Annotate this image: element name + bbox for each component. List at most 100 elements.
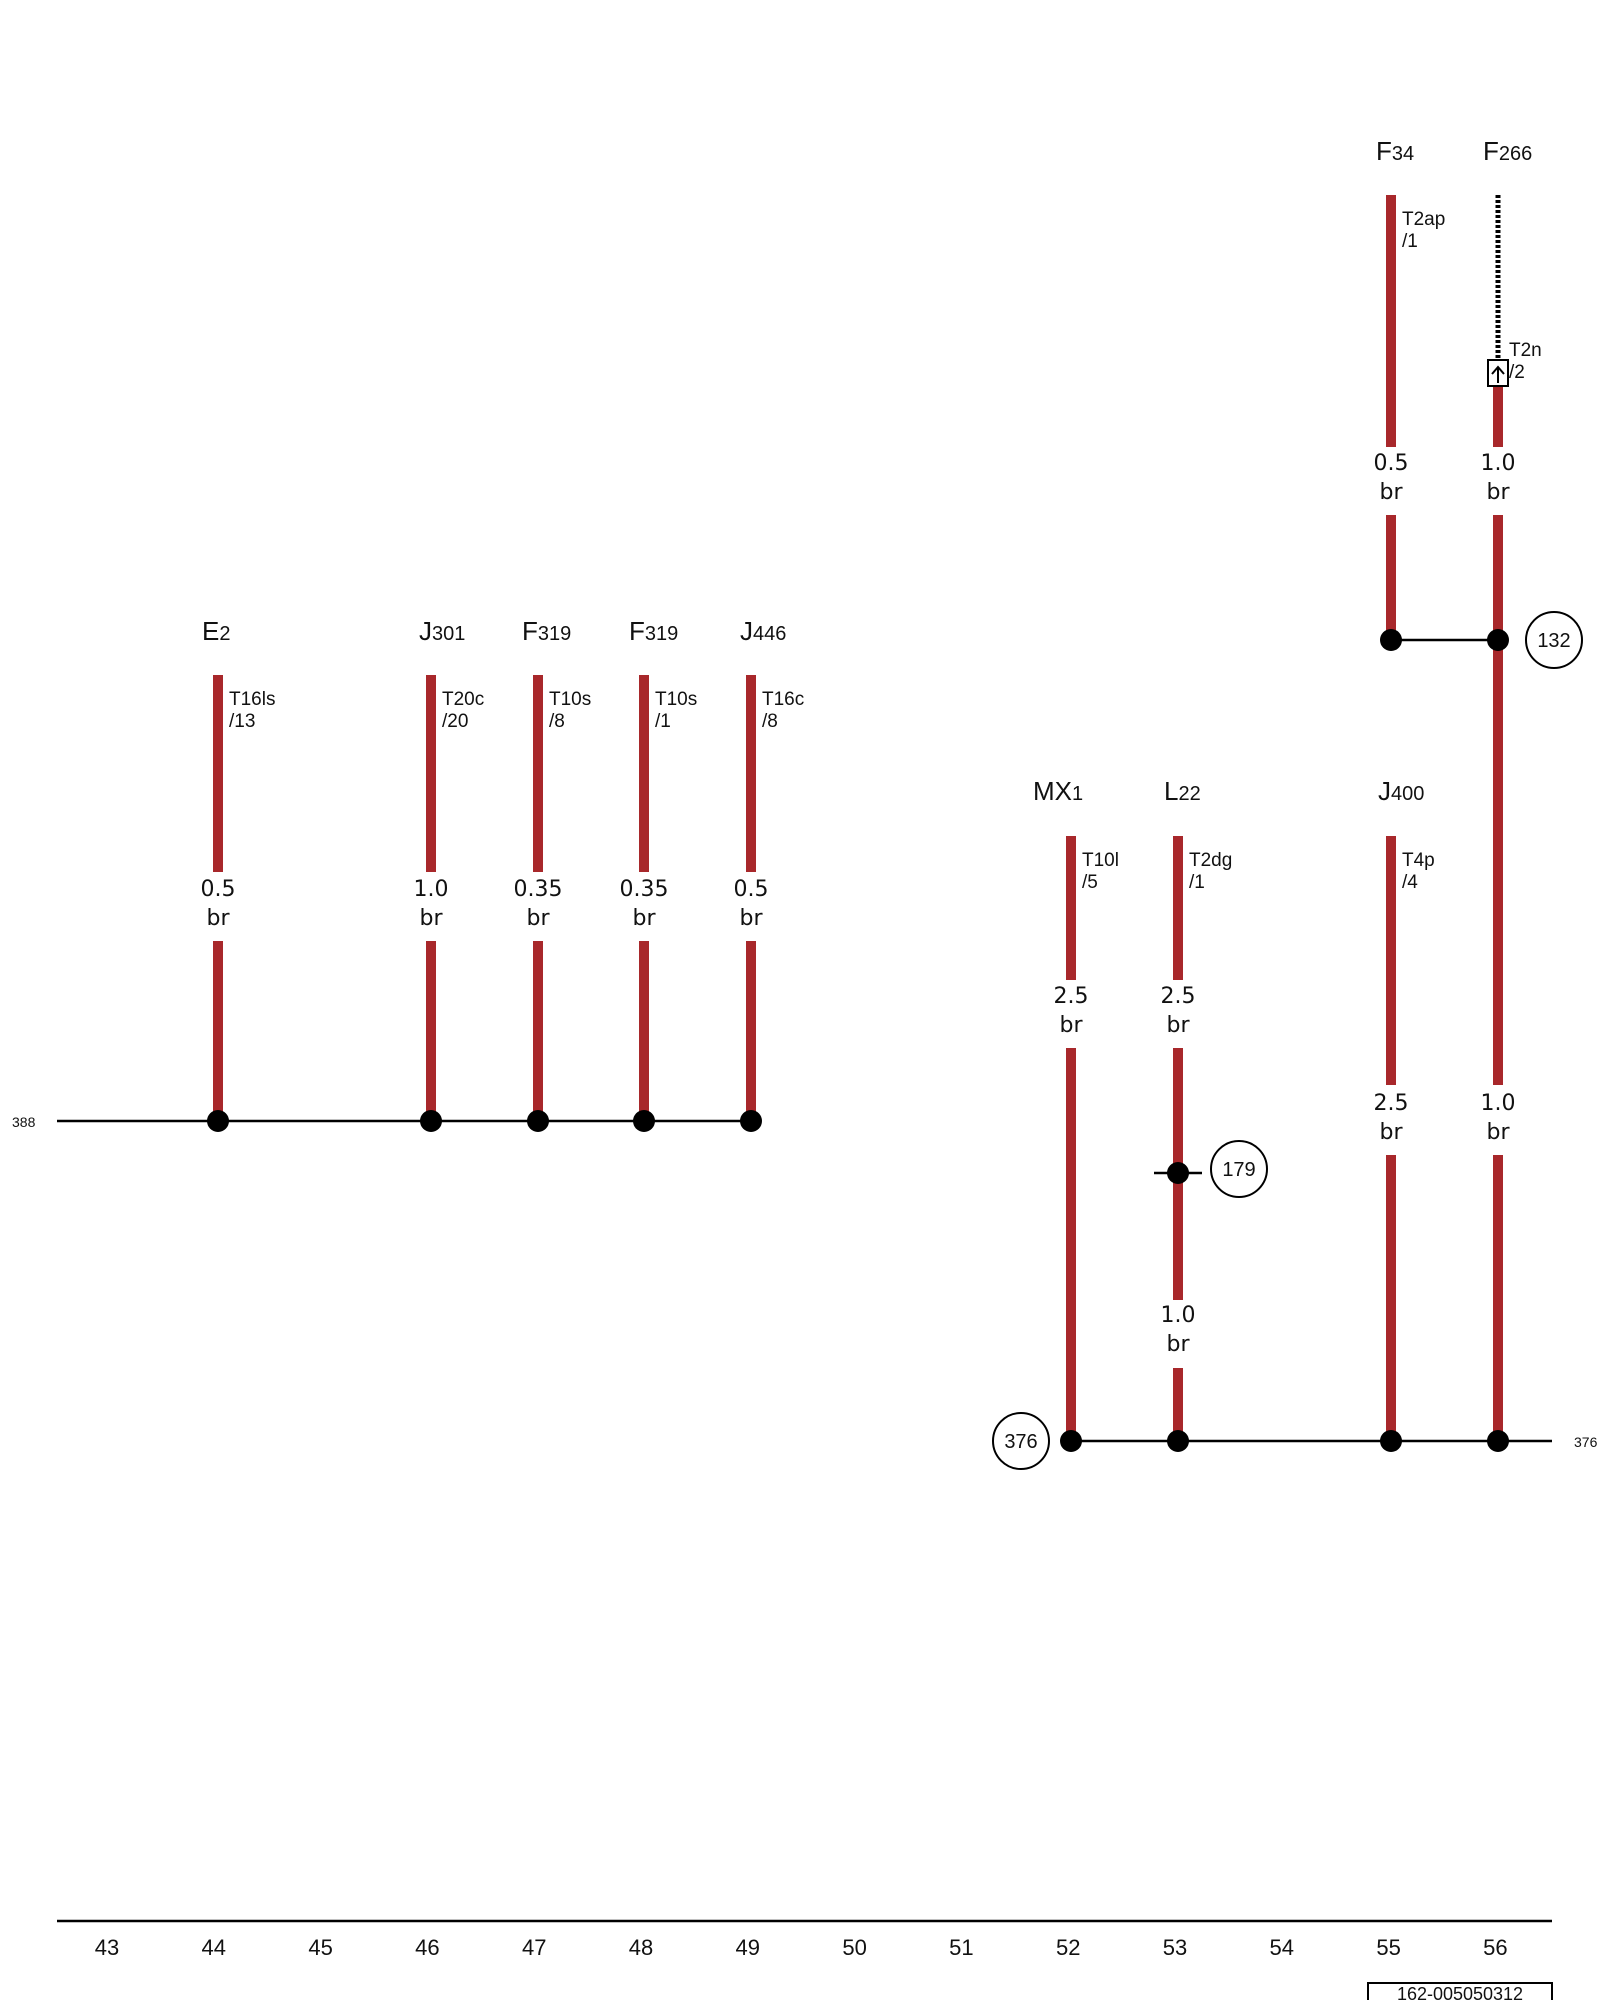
- connector-j400: T4p: [1402, 850, 1435, 871]
- component-j400-label: J400: [1378, 776, 1424, 806]
- component-l22-label: L22: [1164, 776, 1201, 806]
- wire-color-e2: br: [206, 906, 230, 931]
- component-e2-label: E2: [202, 616, 230, 646]
- connector-j446: T16c: [762, 689, 804, 710]
- connector-f34: T2ap: [1402, 209, 1445, 230]
- wire-color-l22-lower: br: [1166, 1332, 1190, 1357]
- junction-dot-f266-bottom: [1487, 1430, 1509, 1452]
- wire-color-f319-a: br: [526, 906, 550, 931]
- bus-label-376: 376: [1574, 1434, 1598, 1450]
- ref-circle-376[interactable]: [992, 1412, 1050, 1470]
- junction-dot-f266-top: [1487, 629, 1509, 651]
- column-number-46: 46: [415, 1935, 439, 1960]
- wire-size-mx1: 2.5: [1054, 984, 1089, 1009]
- connector-mx1: T10l: [1082, 850, 1119, 871]
- connector-f319-a: T10s: [549, 689, 591, 710]
- connector-e2: T16ls: [229, 689, 275, 710]
- wire-size-f266-lower: 1.0: [1481, 1091, 1516, 1116]
- wire-mx1: MX1 T10l /5 2.5 br: [1033, 776, 1119, 1452]
- component-f319-a-label: F319: [522, 616, 571, 646]
- junction-dot-e2: [207, 1110, 229, 1132]
- wire-color-l22: br: [1166, 1013, 1190, 1038]
- column-number-47: 47: [522, 1935, 546, 1960]
- wire-j301: J301 T20c /20 1.0 br: [414, 616, 484, 1132]
- component-j446-label: J446: [740, 616, 786, 646]
- column-number-55: 55: [1376, 1935, 1400, 1960]
- wire-color-mx1: br: [1059, 1013, 1083, 1038]
- junction-dot-l22: [1167, 1430, 1189, 1452]
- wire-color-j446: br: [739, 906, 763, 931]
- wire-j400: J400 T4p /4 2.5 br: [1374, 776, 1435, 1452]
- ref-circle-132[interactable]: [1525, 611, 1583, 669]
- wire-f319-a: F319 T10s /8 0.35 br: [514, 616, 591, 1132]
- wire-size-j301: 1.0: [414, 877, 449, 902]
- wire-color-j301: br: [419, 906, 443, 931]
- wire-size-e2: 0.5: [201, 877, 236, 902]
- column-number-48: 48: [629, 1935, 653, 1960]
- wire-l22: L22 T2dg /1 2.5 br 179 1.0 br: [1154, 776, 1268, 1452]
- wire-f34: F34 T2ap /1 0.5 br: [1374, 136, 1498, 651]
- wire-color-f319-b: br: [632, 906, 656, 931]
- column-number-56: 56: [1483, 1935, 1507, 1960]
- junction-dot-j446: [740, 1110, 762, 1132]
- wire-size-f319-b: 0.35: [620, 877, 669, 902]
- connector-pin-e2: /13: [229, 711, 255, 732]
- column-number-51: 51: [949, 1935, 973, 1960]
- column-numbers: 43 44 45 46 47 48 49 50 51 52 53 54 55 56: [95, 1935, 1508, 1960]
- ref-circle-179[interactable]: [1210, 1140, 1268, 1198]
- column-number-49: 49: [736, 1935, 760, 1960]
- wire-size-f34: 0.5: [1374, 451, 1409, 476]
- junction-dot-j301: [420, 1110, 442, 1132]
- bus-label-388: 388: [12, 1114, 36, 1130]
- column-number-52: 52: [1056, 1935, 1080, 1960]
- ref-label-132: 132: [1537, 630, 1570, 652]
- component-j301-label: J301: [419, 616, 465, 646]
- column-number-53: 53: [1163, 1935, 1187, 1960]
- junction-dot-j400: [1380, 1430, 1402, 1452]
- connector-j301: T20c: [442, 689, 484, 710]
- connector-pin-f319-b: /1: [655, 711, 671, 732]
- column-number-45: 45: [308, 1935, 332, 1960]
- wire-f319-b: F319 T10s /1 0.35 br: [620, 616, 697, 1132]
- component-f34-label: F34: [1376, 136, 1414, 166]
- wire-f266: F266 T2n /2 1.0 br 132 1.0 br: [1481, 136, 1583, 1452]
- connector-f319-b: T10s: [655, 689, 697, 710]
- wire-color-f266: br: [1486, 480, 1510, 505]
- connector-pin-f266: /2: [1509, 362, 1525, 383]
- junction-dot-f319-a: [527, 1110, 549, 1132]
- ref-label-376: 376: [1004, 1431, 1037, 1453]
- connector-pin-j400: /4: [1402, 872, 1418, 893]
- connector-pin-f34: /1: [1402, 231, 1418, 252]
- wire-color-f266-lower: br: [1486, 1120, 1510, 1145]
- wire-size-j446: 0.5: [734, 877, 769, 902]
- junction-dot-f319-b: [633, 1110, 655, 1132]
- wire-size-j400: 2.5: [1374, 1091, 1409, 1116]
- wire-size-l22: 2.5: [1161, 984, 1196, 1009]
- column-number-43: 43: [95, 1935, 119, 1960]
- arrow-up-icon: [1491, 365, 1505, 383]
- wire-size-f266: 1.0: [1481, 451, 1516, 476]
- connector-pin-j446: /8: [762, 711, 778, 732]
- doc-number-box: [1367, 1982, 1553, 2000]
- wire-size-f319-a: 0.35: [514, 877, 563, 902]
- component-mx1-label: MX1: [1033, 776, 1083, 806]
- component-f319-b-label: F319: [629, 616, 678, 646]
- column-number-54: 54: [1270, 1935, 1294, 1960]
- junction-dot-f34: [1380, 629, 1402, 651]
- connector-l22: T2dg: [1189, 850, 1232, 871]
- wire-size-l22-lower: 1.0: [1161, 1303, 1196, 1328]
- ref-label-179: 179: [1222, 1159, 1255, 1181]
- wire-e2: E2 T16ls /13 0.5 br: [201, 616, 275, 1132]
- column-number-50: 50: [842, 1935, 866, 1960]
- connector-pin-l22: /1: [1189, 872, 1205, 893]
- doc-number: 162-005050312: [1397, 1984, 1523, 2000]
- wire-color-j400: br: [1379, 1120, 1403, 1145]
- connector-pin-mx1: /5: [1082, 872, 1098, 893]
- wire-j446: J446 T16c /8 0.5 br: [734, 616, 804, 1132]
- splice-dot-179: [1167, 1162, 1189, 1184]
- connector-f266: T2n: [1509, 340, 1542, 361]
- column-number-44: 44: [202, 1935, 226, 1960]
- wire-color-f34: br: [1379, 480, 1403, 505]
